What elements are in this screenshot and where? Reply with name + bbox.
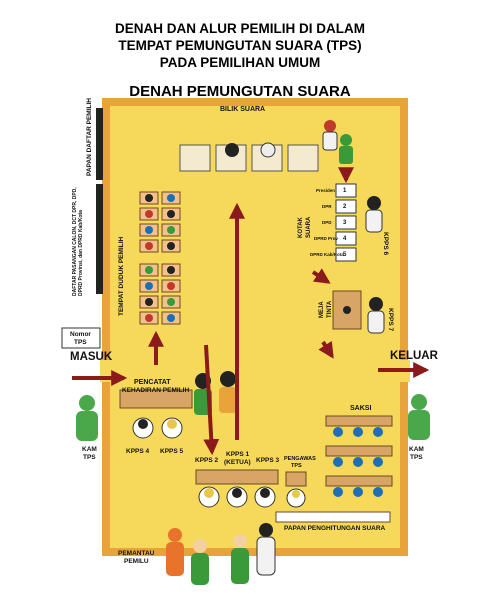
kam-right-line-1: KAM [409,446,424,453]
daftar-calon-board [96,184,103,294]
pencatat-table [119,389,193,409]
nomor-tps-line-2: TPS [74,339,87,346]
pemantau-line-2: PEMILU [124,558,149,565]
pencatat-line-1: PENCATAT [134,379,171,386]
pengawas-table [285,471,307,487]
ballot-box-5-num: 5 [343,252,347,258]
pencatat-line-2: KEHADIRAN PEMILIH [122,387,190,394]
ballot-box-2-label: DPR [322,204,332,209]
saksi-persons [333,427,383,497]
kpps7-person [367,297,385,334]
kpps3-label: KPPS 3 [256,457,280,464]
ballot-box-1-num: 1 [343,188,347,194]
kam-left-line-1: KAM [82,446,97,453]
papan-daftar-board [96,108,103,180]
queue-voters-top [322,120,353,164]
kotak-suara-label: KOTAK SUARA [298,216,312,238]
voting-booths [179,142,319,172]
masuk-label: MASUK [70,351,113,363]
title-line-1: DENAH DAN ALUR PEMILIH DI DALAM [115,21,365,36]
pemantau-line-1: PEMANTAU [118,550,155,557]
seated-voters [145,194,175,322]
papan-daftar-label: PAPAN DAFTAR PEMILIH [86,98,93,176]
saksi-tables [325,415,393,487]
ballot-box-3-num: 3 [343,220,347,226]
ballot-box-4-num: 4 [343,236,347,242]
title-line-3: PADA PEMILIHAN UMUM [159,55,321,70]
kpps2-label: KPPS 2 [195,457,219,464]
pemantau-group [166,523,276,585]
main-title: DENAH DAN ALUR PEMILIH DI DALAM TEMPAT P… [0,20,480,71]
kpps6-person [365,196,383,233]
papan-penghitungan-board [275,511,391,523]
kpps-1-3-persons [198,486,276,508]
flow-arrows [72,167,430,456]
ballot-box-3-label: DPD [322,220,332,225]
pengawas-line-2: TPS [291,463,302,469]
saksi-label: SAKSI [350,405,372,412]
ballot-box-2-num: 2 [343,204,347,210]
meja-tinta-label: MEJA TINTA [319,300,333,318]
kpps5-label: KPPS 5 [160,448,184,455]
kpps1-line-1: KPPS 1 [226,451,250,458]
nomor-tps-sign [61,327,101,349]
kpps-main-table [195,469,279,485]
kpps4-5-persons [132,417,183,439]
ballot-box-1-label: Presiden [316,188,336,193]
kpps6-label: KPPS 6 [382,232,389,256]
ballot-box-5-label: DPRD Kab/Kota [310,252,344,257]
ballot-boxes [335,183,357,262]
kpps7-label: KPPS 7 [387,308,394,332]
kpps1-line-2: (KETUA) [224,459,251,466]
keluar-label: KELUAR [390,350,438,362]
bilik-suara-label: BILIK SUARA [220,106,266,113]
tempat-duduk-label: TEMPAT DUDUK PEMILIH [118,236,125,316]
kam-right-line-2: TPS [410,454,423,461]
kpps4-label: KPPS 4 [126,448,150,455]
nomor-tps-line-1: Nomor [70,331,91,338]
kam-tps-left [76,395,98,441]
pengawas-person [286,488,306,508]
pengawas-line-1: PENGAWAS [284,456,316,462]
papan-penghitungan-label: PAPAN PENGHITUNGAN SUARA [284,525,386,532]
title-line-2: TEMPAT PEMUNGUTAN SUARA (TPS) [118,38,362,53]
kam-tps-right [408,394,430,440]
subtitle: DENAH PEMUNGUTAN SUARA [129,83,351,100]
ballot-box-4-label: DPRD Prov [314,236,339,241]
daftar-calon-label: DAFTAR PASANGAN CALON, DCT DPR, DPD, DPR… [72,187,84,296]
kam-left-line-2: TPS [83,454,96,461]
